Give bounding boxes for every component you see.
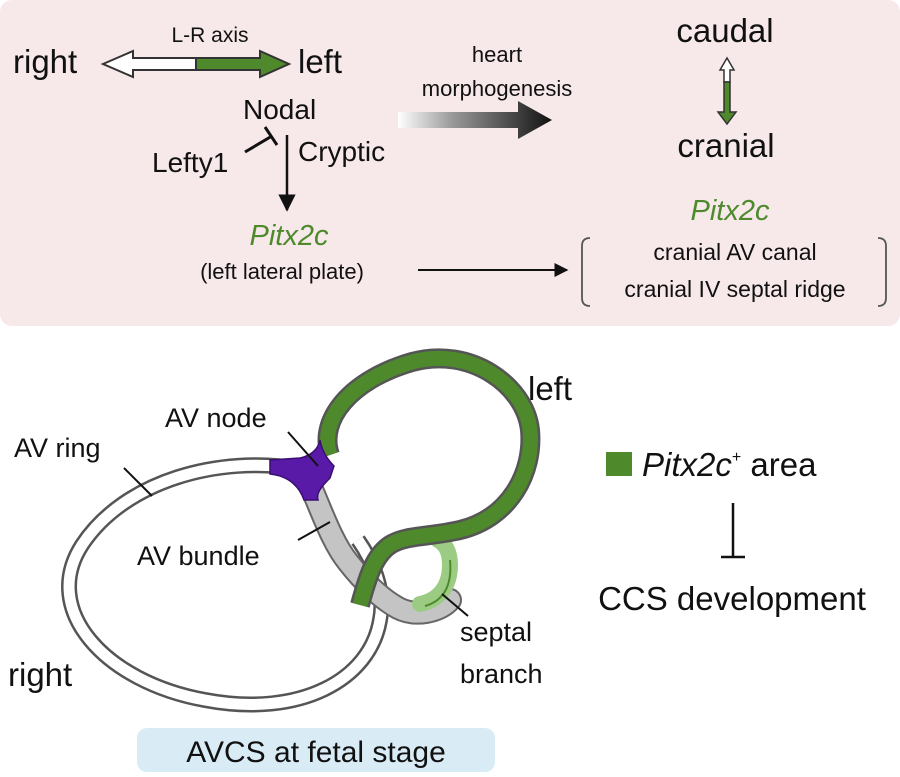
left-label-bottom: left — [528, 370, 572, 407]
morphogenesis-label: morphogenesis — [422, 76, 572, 101]
left-label-top: left — [298, 43, 342, 80]
branch-label: branch — [460, 659, 543, 689]
cranial-label: cranial — [677, 127, 774, 164]
left-av-ring-fill — [320, 350, 538, 607]
av-node-leader — [287, 431, 319, 467]
cryptic-label: Cryptic — [298, 136, 385, 167]
caption-label: AVCS at fetal stage — [186, 736, 446, 769]
ccs-development-label: CCS development — [598, 580, 866, 617]
av-bundle-label: AV bundle — [137, 541, 260, 571]
left-lateral-plate-label: (left lateral plate) — [200, 259, 364, 284]
lefty1-label: Lefty1 — [152, 147, 228, 178]
lr-axis-arrow-green — [195, 49, 292, 79]
av-node — [269, 439, 335, 501]
cranial-arrow-green — [716, 81, 738, 126]
legend-green-swatch — [606, 452, 632, 476]
cranial-av-canal-label: cranial AV canal — [653, 239, 816, 265]
av-bundle-leader — [297, 521, 331, 541]
caudal-label: caudal — [676, 12, 773, 49]
pitx2c-left-label: Pitx2c — [250, 220, 329, 252]
cranial-iv-ridge-label: cranial IV septal ridge — [624, 276, 845, 302]
septal-branch — [412, 532, 459, 612]
av-ring-label: AV ring — [14, 433, 101, 463]
septal-label: septal — [460, 617, 532, 647]
bracket-left — [581, 237, 591, 307]
top-panel-background — [0, 0, 900, 326]
lr-axis-label: L-R axis — [171, 24, 248, 47]
nodal-label: Nodal — [243, 94, 316, 125]
pitx2c-right-label: Pitx2c — [691, 195, 770, 227]
av-ring-leader — [123, 467, 153, 497]
av-node-label: AV node — [165, 403, 267, 433]
lr-axis-arrow — [100, 49, 292, 79]
caption-background — [137, 728, 495, 772]
lefty1-inhibition — [244, 126, 279, 154]
right-label-bottom: right — [8, 656, 72, 693]
septal-branch-leader — [441, 593, 469, 617]
legend-text: Pitx2c+ area — [642, 446, 817, 483]
right-av-ring-inner — [63, 459, 387, 710]
heart-label: heart — [472, 42, 522, 67]
inhibition-symbol — [721, 503, 745, 559]
right-label-top: right — [13, 43, 77, 80]
heart-morphogenesis-arrow — [398, 101, 552, 139]
bracket-right — [877, 237, 887, 307]
septal-branch-line — [424, 559, 452, 607]
